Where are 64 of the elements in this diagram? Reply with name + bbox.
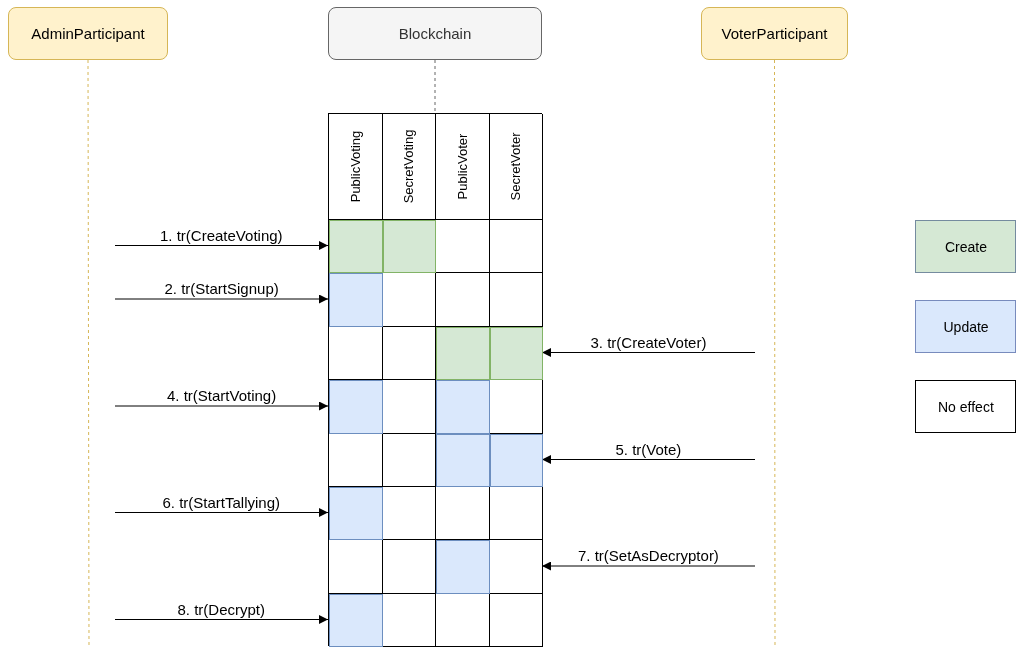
- legend-label: Create: [945, 239, 988, 255]
- table-cell: [329, 487, 383, 540]
- table-cell: [436, 594, 490, 647]
- arrow: [114, 241, 329, 250]
- participant-box: [8, 7, 168, 60]
- table-cell: [436, 220, 490, 273]
- arrow: [114, 401, 329, 411]
- legend-label: Update: [943, 319, 989, 335]
- table-cell: [383, 327, 436, 380]
- edge-label: 2. tr(StartSignup): [162, 280, 281, 297]
- table-cell: [490, 327, 543, 380]
- table-cell: [436, 434, 490, 487]
- arrow: [114, 615, 329, 624]
- table-cell: [436, 487, 490, 540]
- table-cell: [383, 594, 436, 647]
- table-cell: [383, 434, 436, 487]
- table-cell: [383, 487, 436, 540]
- column-header: PublicVoter: [455, 133, 470, 200]
- table-cell: [436, 327, 490, 380]
- edge-label: 4. tr(StartVoting): [165, 387, 279, 404]
- legend-label: No effect: [938, 399, 994, 415]
- table-cell: [329, 380, 383, 434]
- table-cell: [436, 540, 490, 594]
- table-header-cell: [436, 114, 490, 220]
- dashed-line: [87, 59, 90, 648]
- arrow: [114, 294, 329, 304]
- table-cell: [490, 434, 543, 487]
- table-cell: [490, 380, 543, 434]
- table-cell: [383, 540, 436, 594]
- table-cell: [329, 540, 383, 594]
- table-cell: [490, 273, 543, 327]
- table-cell: [383, 380, 436, 434]
- participant-name: VoterParticipant: [721, 25, 828, 42]
- table-cell: [490, 220, 543, 273]
- table-cell: [329, 594, 383, 647]
- arrow: [541, 561, 756, 571]
- table-cell: [490, 540, 543, 594]
- table-header-cell: [383, 114, 436, 220]
- table-cell: [436, 273, 490, 327]
- table-cell: [490, 594, 543, 647]
- state-table: [328, 113, 542, 647]
- table-cell: [436, 380, 490, 434]
- column-header: SecretVoter: [508, 132, 524, 201]
- column-header: PublicVoting: [348, 130, 363, 203]
- dashed-line: [774, 59, 776, 648]
- participant-name: Blockchain: [398, 25, 472, 42]
- arrow: [541, 348, 756, 357]
- table-cell: [490, 487, 543, 540]
- table-header-cell: [329, 114, 383, 220]
- participant-box: [328, 7, 542, 60]
- table-cell: [329, 220, 383, 273]
- table-cell: [383, 273, 436, 327]
- dashed-line: [434, 59, 436, 114]
- column-header: SecretVoting: [401, 129, 417, 204]
- table-header-cell: [490, 114, 543, 220]
- arrow: [114, 508, 329, 517]
- table-cell: [329, 434, 383, 487]
- arrow: [541, 455, 756, 464]
- participant-box: [701, 7, 848, 60]
- participant-name: AdminParticipant: [31, 25, 145, 42]
- table-cell: [329, 327, 383, 380]
- edge-label: 7. tr(SetAsDecryptor): [576, 547, 721, 564]
- table-cell: [329, 273, 383, 327]
- table-cell: [383, 220, 436, 273]
